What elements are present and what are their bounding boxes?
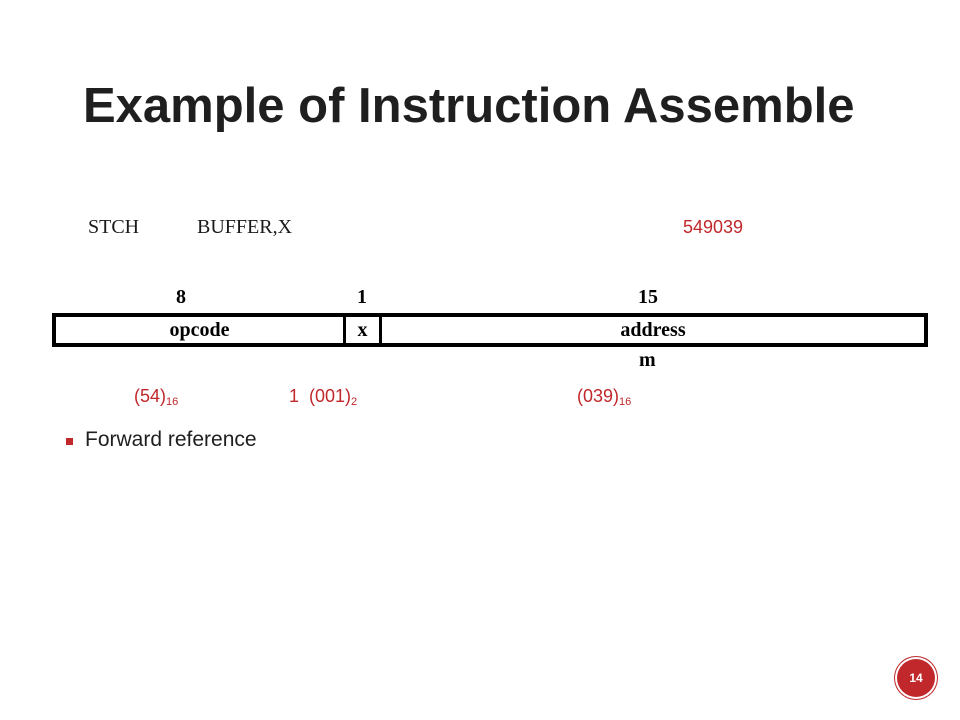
- x-value-text: 1 (001): [289, 386, 352, 406]
- address-value-text: (039): [577, 386, 620, 406]
- x-value-base: 2: [351, 396, 358, 408]
- field-address: address: [620, 318, 686, 341]
- bullet-item: Forward reference: [66, 428, 257, 452]
- square-bullet-icon: [66, 437, 73, 445]
- page-number-badge: 14: [897, 659, 935, 697]
- instruction-operand: BUFFER,X: [197, 216, 293, 238]
- opcode-value: (54)16: [134, 386, 178, 408]
- instruction-mnemonic: STCH: [88, 216, 140, 238]
- bit-width-opcode: 8: [176, 286, 186, 308]
- field-opcode: opcode: [56, 317, 346, 343]
- bullet-text: Forward reference: [85, 428, 257, 451]
- opcode-value-base: 16: [166, 396, 179, 408]
- bit-width-x: 1: [357, 286, 367, 308]
- address-label: m: [639, 349, 656, 371]
- object-code: 549039: [683, 217, 744, 237]
- slide-title: Example of Instruction Assemble: [83, 79, 855, 133]
- address-value-base: 16: [619, 396, 632, 408]
- instruction-format-box: opcode x address: [52, 313, 928, 347]
- address-value: (039)16: [577, 386, 631, 408]
- bit-width-address: 15: [638, 286, 658, 308]
- opcode-value-text: (54): [134, 386, 167, 406]
- field-x: x: [346, 317, 382, 343]
- x-value: 1 (001)2: [289, 386, 357, 408]
